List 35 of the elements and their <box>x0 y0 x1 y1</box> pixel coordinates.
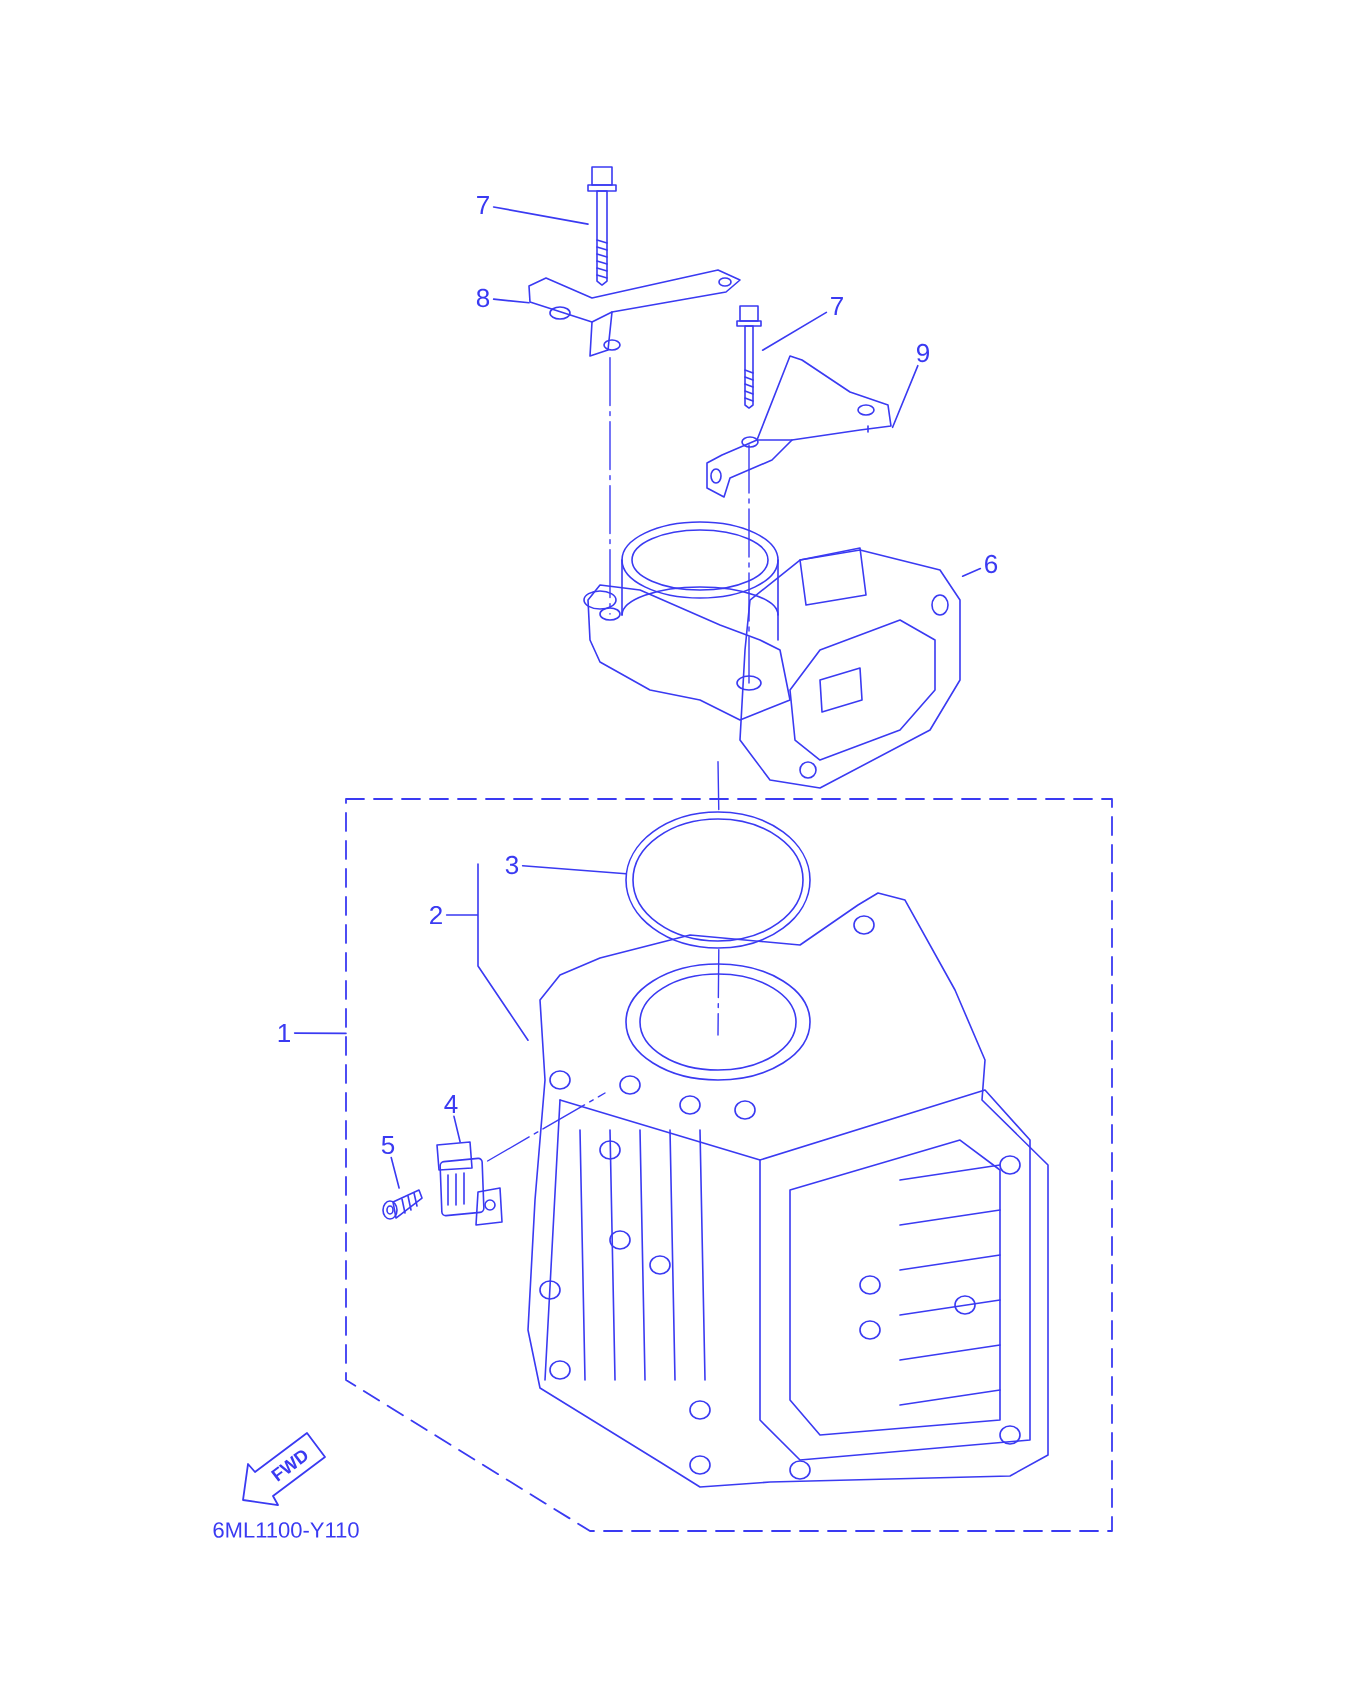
center-line <box>609 356 611 615</box>
bracket-drawing <box>528 269 741 357</box>
center-line <box>717 948 720 1036</box>
center-line <box>717 760 720 813</box>
leader-line <box>492 298 530 304</box>
leader-line <box>761 311 828 351</box>
bolt-drawing <box>736 305 762 409</box>
leader-line <box>445 863 529 1042</box>
callout-number: 7 <box>477 196 489 214</box>
leader-line <box>453 1115 461 1143</box>
leader-line <box>293 1032 347 1035</box>
leader-line <box>961 567 982 577</box>
drawing-number: 6ML1100-Y110 <box>213 1522 359 1538</box>
bolt-drawing <box>587 166 617 286</box>
leader-line <box>891 364 919 429</box>
callout-number: 4 <box>444 1095 458 1113</box>
leader-line <box>521 865 627 875</box>
screw-drawing <box>382 1189 423 1220</box>
throttle-body-drawing <box>583 521 961 789</box>
callout-number: 6 <box>985 554 998 574</box>
callout-number: 1 <box>278 1024 290 1042</box>
sensor-drawing <box>436 1141 503 1226</box>
center-line <box>486 1092 606 1162</box>
gasket-drawing <box>625 811 811 949</box>
callout-number: 5 <box>381 1135 395 1155</box>
callout-number: 8 <box>476 288 490 308</box>
callout-number: 3 <box>505 855 519 875</box>
center-line <box>748 444 750 684</box>
bracket-drawing <box>706 355 892 498</box>
callout-number: 9 <box>917 343 929 363</box>
intake-manifold-drawing <box>527 892 1049 1488</box>
leader-line <box>390 1156 400 1189</box>
leader-line <box>492 206 589 225</box>
callout-number: 7 <box>831 297 843 315</box>
callout-number: 2 <box>430 905 442 925</box>
